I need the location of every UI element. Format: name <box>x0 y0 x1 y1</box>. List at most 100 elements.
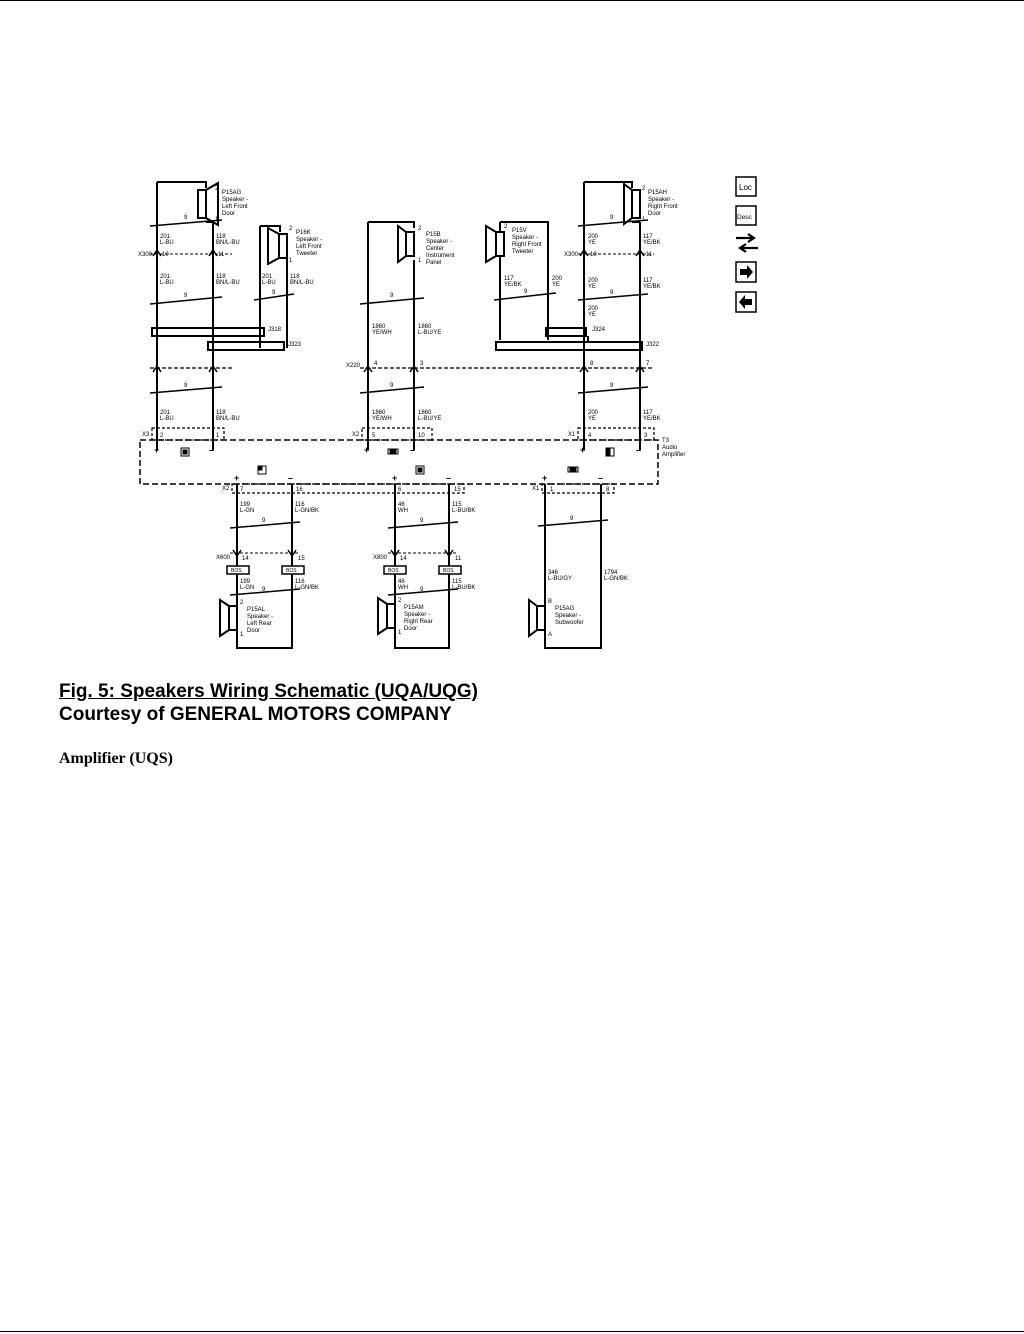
description-icon: Desc <box>737 214 753 221</box>
swap-arrows-button[interactable] <box>736 233 758 253</box>
wire-label: 1794 L-GN/BK <box>604 570 628 582</box>
lf-door-speaker-label: P15AG Speaker - Left Front Door <box>222 190 250 217</box>
wire-label: 200 YE <box>588 306 600 318</box>
connector-chevron <box>635 248 645 257</box>
inline-box-label: BOS <box>388 568 399 574</box>
polarity-minus: – <box>209 445 214 455</box>
connector-chevron <box>444 549 454 558</box>
wire-label: 1860 YE/WH <box>372 324 392 336</box>
wire-label: 117 YE/BK <box>504 276 522 288</box>
rf-door-speaker-icon <box>623 182 641 226</box>
terminal-label: A <box>548 632 552 638</box>
center-branch <box>367 221 415 450</box>
twist-mark <box>577 219 649 227</box>
rf-door-speaker-label: P15AH Speaker - Right Front Door <box>648 190 679 217</box>
inline-box-label: BOS <box>231 568 242 574</box>
connector-label-x3: X3 <box>142 432 150 438</box>
wire-label: 116 L-GN/BK <box>295 579 319 591</box>
pin-label: 8 <box>606 487 610 493</box>
pin-label: 2 <box>160 433 164 439</box>
polarity-plus: + <box>580 445 585 455</box>
twist-mark <box>149 296 223 305</box>
twist-label: 9 <box>184 383 188 389</box>
wire-label: 200 YE <box>588 278 600 290</box>
polarity-plus: + <box>542 473 547 483</box>
pin-label: 2 <box>504 224 508 230</box>
pin-label: 5 <box>372 433 376 439</box>
amp-connector-x2-lower <box>231 483 465 494</box>
previous-button[interactable] <box>735 291 757 313</box>
center-speaker-label: P15B Speaker - Center Instrument Panel <box>426 232 456 266</box>
wire-label: 117 YE/BK <box>643 278 661 290</box>
connector-label-j318: J318 <box>268 327 282 333</box>
wire-label: 201 L-BU <box>160 234 174 246</box>
pin-label: 10 <box>590 252 597 258</box>
polarity-minus: – <box>446 473 451 483</box>
twist-label: 9 <box>262 518 266 524</box>
pin-label: 1 <box>216 433 220 439</box>
wire-label: 118 BN/L-BU <box>216 410 240 422</box>
arrow-right-icon <box>740 265 753 279</box>
twist-label: 9 <box>610 383 614 389</box>
pin-label: 3 <box>420 361 424 367</box>
wire-label: 118 BN/L-BU <box>290 274 314 286</box>
top-border-line <box>0 0 1024 1</box>
arrow-left-icon <box>739 295 752 309</box>
wire-label: 201 L-BU <box>160 274 174 286</box>
pin-label: 7 <box>240 487 244 493</box>
wire-label: 200 YE <box>588 410 600 422</box>
splice-pack-j322 <box>495 341 643 351</box>
wire-label: 116 L-GN/BK <box>295 502 319 514</box>
pin-label: 2 <box>642 186 646 192</box>
inline-box-label: BOS <box>443 568 454 574</box>
section-heading: Amplifier (UQS) <box>59 750 173 767</box>
pin-label: 7 <box>646 361 650 367</box>
pin-label: 11 <box>455 556 462 562</box>
location-view-button[interactable]: Loc <box>735 176 757 197</box>
polarity-minus: – <box>636 445 641 455</box>
connector-chevron <box>232 549 242 558</box>
connector-chevron <box>579 248 589 257</box>
polarity-plus: + <box>154 445 159 455</box>
inline-box <box>383 565 407 575</box>
connector-chevron <box>287 549 297 558</box>
wire-label: 117 YE/BK <box>643 234 661 246</box>
pin-label: 11 <box>218 252 225 258</box>
connector-chevron <box>579 364 589 373</box>
next-button[interactable] <box>735 261 757 283</box>
terminal-label: B <box>548 599 552 605</box>
polarity-plus: + <box>392 473 397 483</box>
wire-label: 1860 YE/WH <box>372 410 392 422</box>
bottom-border-line <box>0 1331 1024 1332</box>
connector-chevron <box>635 364 645 373</box>
wire-label: 199 L-GN <box>240 502 254 514</box>
pin-label: 2 <box>418 226 422 232</box>
rf-tweeter-speaker-icon <box>485 224 505 264</box>
inline-box-label: BOS <box>286 568 297 574</box>
pin-label: 10 <box>162 252 169 258</box>
lf-tweeter-speaker-label: P16K Speaker - Left Front Tweeter <box>296 230 324 257</box>
speakers-wiring-schematic: P15AG Speaker - Left Front Door 2 1 9 20… <box>138 176 758 649</box>
lf-door-speaker-icon <box>197 181 219 227</box>
lr-door-speaker-label: P15AL Speaker - Left Rear Door <box>247 607 275 634</box>
connector-label-x300: X300 <box>138 252 153 258</box>
rf-tweeter-speaker-label: P15V Speaker - Right Front Tweeter <box>512 228 543 255</box>
amp-connector-x1-lower <box>541 483 615 494</box>
polarity-plus: + <box>364 445 369 455</box>
pin-label: 2 <box>240 600 244 606</box>
connector-label-x2: X2 <box>222 486 230 492</box>
wire-label: 346 L-BU/GY <box>548 570 572 582</box>
pin-label: 1 <box>398 630 402 636</box>
pin-label: 1 <box>550 487 554 493</box>
wire-label: 1860 L-BU/YE <box>418 324 441 336</box>
connector-label-j322: J322 <box>646 342 660 348</box>
twist-label: 9 <box>420 518 424 524</box>
twist-mark <box>493 292 557 301</box>
connector-label-x2: X2 <box>352 432 360 438</box>
pin-label: 4 <box>588 433 592 439</box>
twist-mark <box>229 588 301 596</box>
location-icon: Loc <box>739 183 752 192</box>
description-view-button[interactable]: Desc <box>735 205 757 226</box>
connector-label-j324: J324 <box>592 327 606 333</box>
inline-box <box>438 565 462 575</box>
